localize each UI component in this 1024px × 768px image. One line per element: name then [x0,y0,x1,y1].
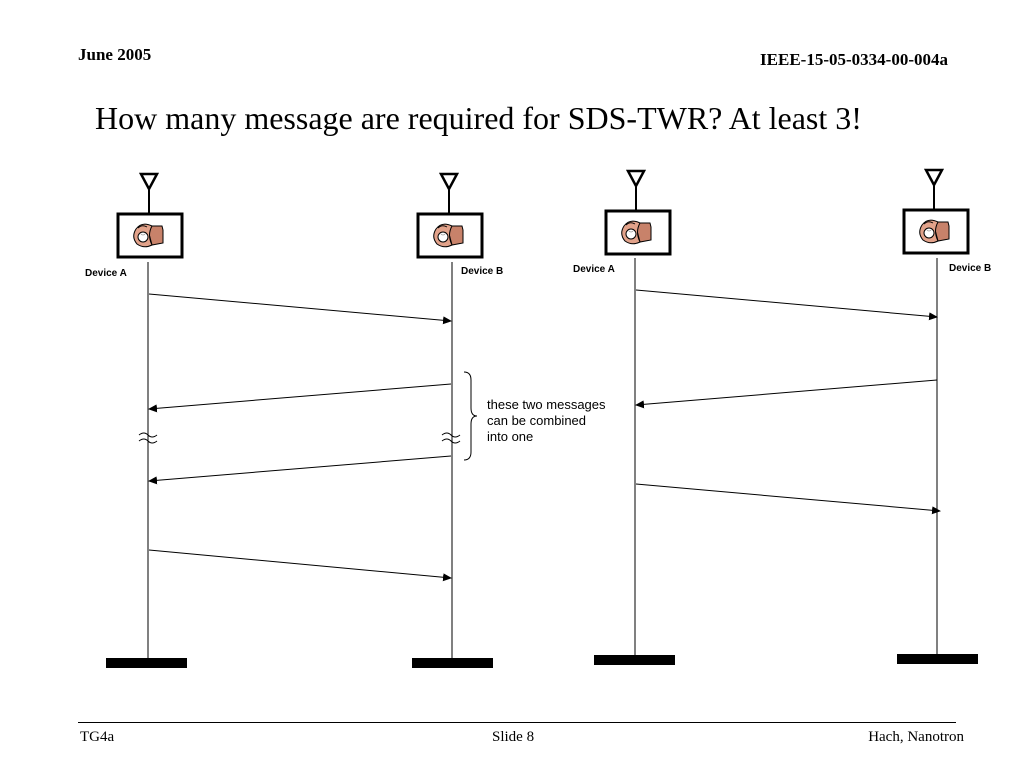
antenna-icon [438,172,460,214]
device-b-label: Device B [949,263,991,274]
squiggle-break-icon [138,432,461,444]
lifeline-base [594,655,675,665]
messages-left [148,293,452,582]
message-arrow [635,379,938,409]
device-a-right: Device A [573,169,675,665]
hand-holding-ball-icon [433,223,464,248]
device-a-label: Device A [85,268,127,279]
message-arrow [148,383,452,413]
annotation-line: can be combined [487,413,586,428]
message-arrow [635,483,941,515]
device-b-left: Device B [412,172,503,668]
device-b-right: Device B [897,168,991,664]
device-box [416,212,484,259]
footer-slide-number: Slide 8 [492,729,535,745]
lifeline-base [106,658,187,668]
device-a-left: Device A [85,172,187,668]
hand-holding-ball-icon [621,220,652,245]
hand-holding-ball-icon [919,219,950,244]
antenna-icon [923,168,945,210]
antenna-icon [625,169,647,211]
footer-rule [78,722,956,723]
lifeline-base [412,658,493,668]
device-a-label: Device A [573,264,615,275]
message-arrow [148,455,452,485]
combine-annotation: these two messages can be combined into … [487,397,609,444]
footer-group: TG4a [80,729,115,745]
message-arrow [635,289,938,321]
footer-author: Hach, Nanotron [868,729,964,745]
slide-title: How many message are required for SDS-TW… [95,100,862,136]
annotation-line: these two messages [487,397,606,412]
header-doc-id: IEEE-15-05-0334-00-004a [760,50,948,69]
antenna-icon [138,172,160,214]
lifeline-base [897,654,978,664]
device-b-label: Device B [461,266,503,277]
hand-holding-ball-icon [133,223,164,248]
annotation-line: into one [487,429,533,444]
messages-right [635,289,941,515]
message-arrow [148,293,452,325]
header-date: June 2005 [78,45,152,64]
curly-brace [463,371,478,461]
message-arrow [148,549,452,582]
